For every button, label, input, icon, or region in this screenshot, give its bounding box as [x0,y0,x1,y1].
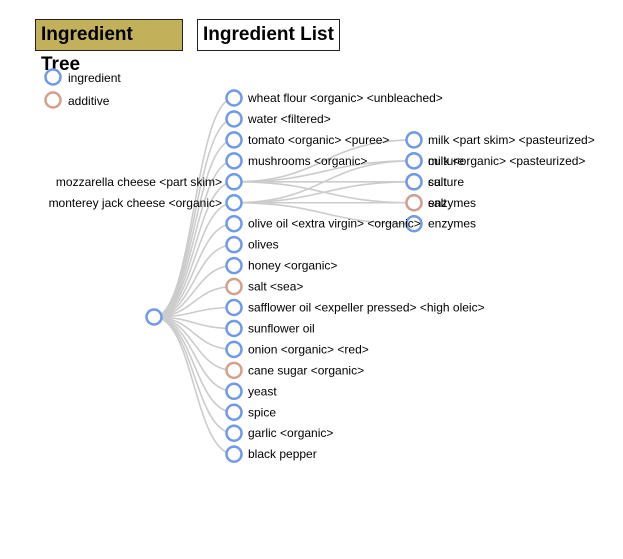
label-black-pepper: black pepper [248,447,317,461]
label-tomato-organic-puree: tomato <organic> <puree> [248,133,389,147]
label-wheat-flour-organic-unbleached: wheat flour <organic> <unbleached> [247,91,443,105]
node-mushrooms-organic[interactable] [225,152,243,170]
tree-link [233,201,415,225]
tree-link [153,316,235,372]
label-mushrooms-organic: mushrooms <organic> [248,154,367,168]
node-olive-oil-extra-virgin-organic[interactable] [225,214,243,233]
label-salt-sea: salt <sea> [248,280,303,294]
node-cane-sugar-organic[interactable] [225,361,243,380]
tree-link [153,201,235,318]
label-honey-organic: honey <organic> [248,259,337,273]
legend-label: ingredient [68,71,121,85]
label-monterey-jack-cheese-organic-culture: culture [428,175,464,189]
node-yeast[interactable] [225,382,243,401]
label-sunflower-oil: sunflower oil [248,321,315,335]
node-wheat-flour-organic-unbleached[interactable] [225,89,243,107]
node-olives[interactable] [225,235,243,254]
tree-link [153,181,235,318]
label-mozzarella-cheese-part-skim-enzymes: enzymes [428,196,476,210]
label-mozzarella-cheese-part-skim-culture: culture [428,154,464,168]
tree-link [153,243,235,318]
label-spice: spice [248,405,276,419]
label-monterey-jack-cheese-organic-milk-organic-pasteurized: milk <organic> <pasteurized> [428,154,585,168]
ingredient-swatch-icon [44,68,62,86]
legend-label: additive [68,94,110,108]
node-monterey-jack-cheese-organic[interactable] [225,194,243,212]
additive-swatch-icon [44,91,62,109]
node-honey-organic[interactable] [225,256,243,275]
label-monterey-jack-cheese-organic-enzymes: enzymes [428,217,476,231]
node-monterey-jack-cheese-organic-salt[interactable] [405,194,423,212]
label-yeast: yeast [248,384,277,398]
tree-link [233,160,415,204]
node-monterey-jack-cheese-organic-enzymes[interactable] [405,214,423,233]
node-sunflower-oil[interactable] [225,319,243,338]
node-root[interactable] [145,308,163,326]
tree-link [233,139,415,183]
node-salt-sea[interactable] [225,277,243,296]
label-olive-oil-extra-virgin-organic: olive oil <extra virgin> <organic> [248,217,421,231]
node-monterey-jack-cheese-organic-milk-organic-pasteurized[interactable] [405,152,423,170]
tree-link [153,316,235,414]
label-cane-sugar-organic: cane sugar <organic> [248,363,364,377]
label-mozzarella-cheese-part-skim-salt: salt [428,175,447,189]
label-onion-organic-red: onion <organic> <red> [248,342,369,356]
tree-link [153,316,235,455]
node-black-pepper[interactable] [225,445,243,463]
label-safflower-oil-expeller-pressed-high-oleic: safflower oil <expeller pressed> <high o… [248,301,485,315]
node-onion-organic-red[interactable] [225,340,243,359]
tree-link [233,160,415,183]
tab-ingredient-tree[interactable]: Ingredient Tree [35,19,183,75]
tree-link [153,222,235,318]
node-mozzarella-cheese-part-skim-milk-part-skim-pasteurized[interactable] [405,131,423,149]
node-water-filtered[interactable] [225,110,243,128]
label-mozzarella-cheese-part-skim-milk-part-skim-pasteurized: milk <part skim> <pasteurized> [428,133,595,147]
label-olives: olives [248,238,279,252]
tree-link [153,316,235,434]
tree-link [153,264,235,318]
node-garlic-organic[interactable] [225,424,243,442]
tree-link [233,181,415,204]
node-mozzarella-cheese-part-skim[interactable] [225,173,243,191]
label-mozzarella-cheese-part-skim: mozzarella cheese <part skim> [56,175,222,189]
node-spice[interactable] [225,403,243,421]
node-safflower-oil-expeller-pressed-high-oleic[interactable] [225,298,243,317]
node-monterey-jack-cheese-organic-culture[interactable] [405,173,423,191]
label-garlic-organic: garlic <organic> [248,426,333,440]
node-tomato-organic-puree[interactable] [225,131,243,149]
tab-ingredient-list[interactable]: Ingredient List [197,19,340,51]
label-water-filtered: water <filtered> [247,112,331,126]
label-monterey-jack-cheese-organic-salt: salt [428,196,447,210]
label-monterey-jack-cheese-organic: monterey jack cheese <organic> [49,196,222,210]
